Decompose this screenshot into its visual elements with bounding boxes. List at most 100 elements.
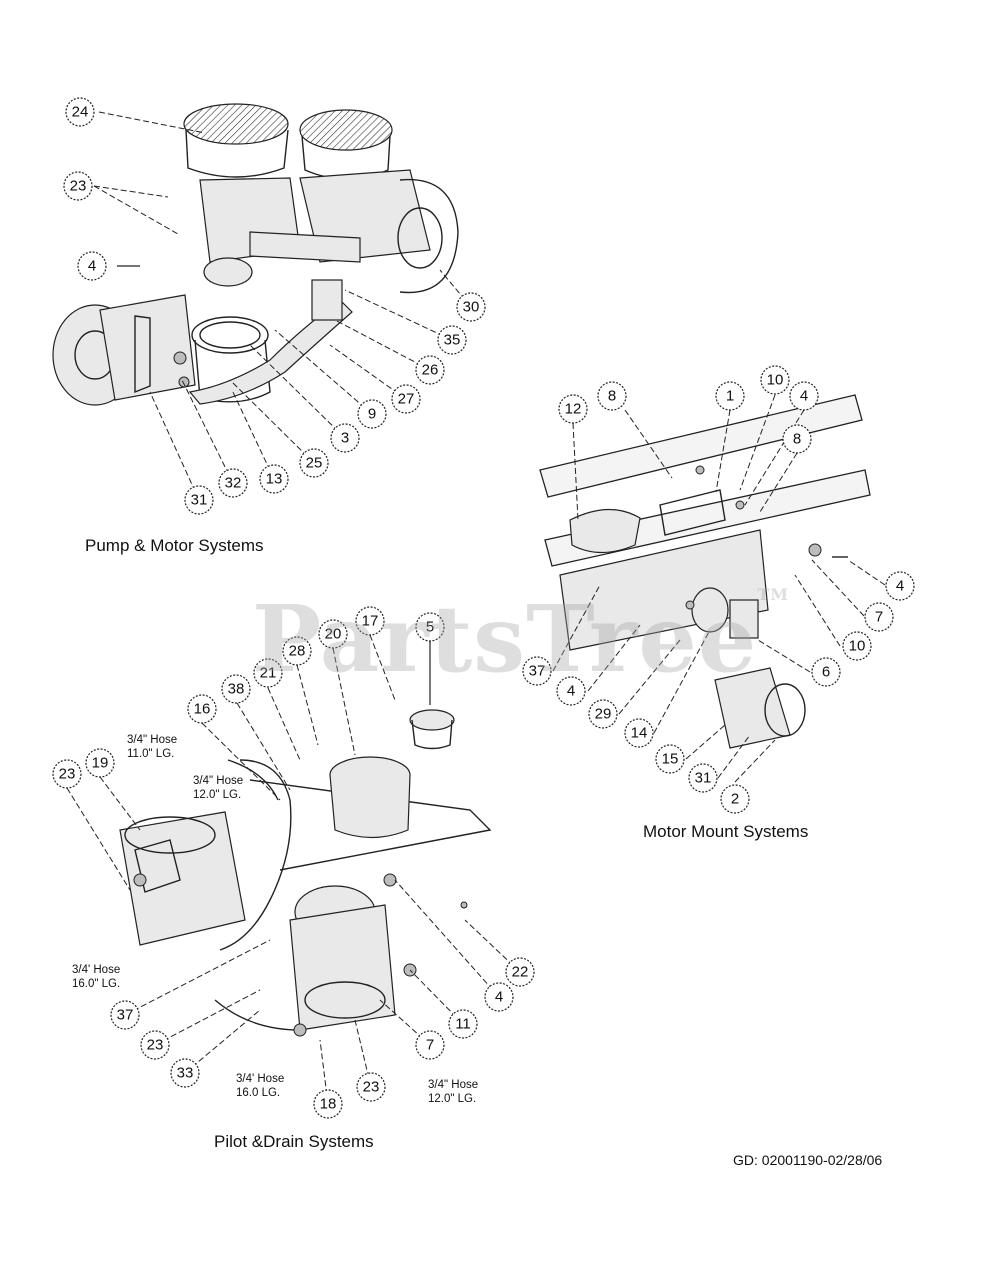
svg-text:17: 17 — [362, 613, 379, 630]
callout-12: 12 — [558, 394, 588, 424]
svg-text:37: 37 — [117, 1007, 134, 1024]
svg-text:26: 26 — [422, 362, 439, 379]
hose-note-length: 11.0" LG. — [127, 748, 175, 760]
callout-33: 33 — [170, 1058, 200, 1088]
callout-3: 3 — [330, 423, 360, 453]
callout-23: 23 — [63, 171, 93, 201]
hose-note-size: 3/4' Hose — [236, 1073, 285, 1085]
pump-motor-assembly-drawing — [52, 103, 459, 406]
hose-note-size: 3/4" Hose — [428, 1079, 479, 1091]
svg-text:7: 7 — [426, 1037, 434, 1054]
svg-text:3: 3 — [341, 430, 349, 447]
callout-25: 25 — [299, 448, 329, 478]
svg-text:32: 32 — [225, 475, 242, 492]
callout-23-b: 23 — [140, 1030, 170, 1060]
callout-37: 37 — [522, 656, 552, 686]
callout-26: 26 — [415, 355, 445, 385]
callout-16: 16 — [187, 694, 217, 724]
hose-note-length: 16.0 LG. — [236, 1087, 281, 1099]
pilot-drain-assembly-drawing — [119, 709, 492, 1037]
svg-text:28: 28 — [289, 643, 306, 660]
callout-6: 6 — [811, 657, 841, 687]
caption-pilot-drain-systems: Pilot &Drain Systems — [214, 1132, 374, 1151]
fill-cap — [409, 709, 455, 731]
svg-text:16: 16 — [194, 701, 211, 718]
svg-text:14: 14 — [631, 725, 648, 742]
svg-text:4: 4 — [567, 683, 575, 700]
callout-5: 5 — [415, 612, 445, 642]
motor-mount-assembly-drawing — [539, 394, 871, 749]
hose-note-length: 12.0" LG. — [193, 789, 242, 801]
callout-31: 31 — [184, 485, 214, 515]
hose-note-length: 12.0" LG. — [428, 1093, 477, 1105]
callout-4-b: 4 — [885, 571, 915, 601]
callout-10: 10 — [760, 365, 790, 395]
callout-8: 8 — [597, 381, 627, 411]
callout-19: 19 — [85, 748, 115, 778]
svg-text:18: 18 — [320, 1096, 337, 1113]
callout-20: 20 — [318, 619, 348, 649]
svg-text:4: 4 — [88, 258, 96, 275]
callout-14: 14 — [624, 718, 654, 748]
svg-text:1: 1 — [726, 388, 734, 405]
svg-text:25: 25 — [306, 455, 323, 472]
caption-pump-motor-systems: Pump & Motor Systems — [85, 536, 264, 555]
svg-text:30: 30 — [463, 299, 480, 316]
callout-31: 31 — [688, 763, 718, 793]
svg-text:10: 10 — [767, 372, 784, 389]
svg-text:38: 38 — [228, 681, 245, 698]
pump-motor-leaders — [93, 111, 472, 501]
pump-motor-callouts: 24 23 4 30 35 26 27 9 3 25 13 32 31 — [63, 97, 486, 515]
svg-text:23: 23 — [59, 766, 76, 783]
hose-note-size: 3/4' Hose — [72, 964, 121, 976]
callout-17: 17 — [355, 606, 385, 636]
callout-4: 4 — [77, 251, 107, 281]
callout-7: 7 — [415, 1030, 445, 1060]
callout-24: 24 — [65, 97, 95, 127]
svg-text:29: 29 — [595, 706, 612, 723]
callout-22: 22 — [505, 957, 535, 987]
svg-text:2: 2 — [731, 791, 739, 808]
svg-text:10: 10 — [849, 638, 866, 655]
callout-4: 4 — [484, 982, 514, 1012]
svg-text:8: 8 — [608, 388, 616, 405]
svg-text:4: 4 — [800, 388, 808, 405]
svg-text:15: 15 — [662, 751, 679, 768]
svg-text:12: 12 — [565, 401, 582, 418]
svg-text:37: 37 — [529, 663, 546, 680]
callout-28: 28 — [282, 636, 312, 666]
pilot-drain-callouts: 20 17 5 28 21 38 16 19 23 22 4 11 7 37 2… — [52, 606, 535, 1119]
svg-text:31: 31 — [695, 770, 712, 787]
hose-note-length: 16.0" LG. — [72, 978, 121, 990]
callout-4-c: 4 — [556, 676, 586, 706]
callout-27: 27 — [391, 384, 421, 414]
callout-7: 7 — [864, 602, 894, 632]
motor-mount-callouts: 12 8 1 10 4 8 4 7 10 6 37 4 29 14 15 31 … — [522, 365, 915, 814]
callout-37: 37 — [110, 1000, 140, 1030]
svg-text:21: 21 — [260, 665, 277, 682]
svg-text:20: 20 — [325, 626, 342, 643]
svg-text:11: 11 — [455, 1016, 471, 1033]
svg-text:23: 23 — [363, 1079, 380, 1096]
callout-21: 21 — [253, 658, 283, 688]
document-id: GD: 02001190-02/28/06 — [733, 1152, 883, 1168]
callout-29: 29 — [588, 699, 618, 729]
svg-text:7: 7 — [875, 609, 883, 626]
hose-note-11in: 3/4" Hose 11.0" LG. — [127, 733, 177, 761]
hose-note-16in-b: 3/4' Hose 16.0 LG. — [236, 1072, 284, 1100]
hose-note-16in-a: 3/4' Hose 16.0" LG. — [72, 963, 120, 991]
svg-text:4: 4 — [495, 989, 503, 1006]
svg-text:24: 24 — [72, 104, 89, 121]
callout-4: 4 — [789, 381, 819, 411]
callout-13: 13 — [259, 464, 289, 494]
pilot-drain-leaders — [66, 634, 521, 1105]
hose-note-12in-a: 3/4" Hose 12.0" LG. — [193, 774, 243, 802]
hose-note-size: 3/4" Hose — [193, 775, 244, 787]
svg-text:4: 4 — [896, 578, 904, 595]
callout-9: 9 — [357, 399, 387, 429]
svg-text:23: 23 — [70, 178, 87, 195]
hose-note-size: 3/4" Hose — [127, 734, 178, 746]
callout-10-b: 10 — [842, 631, 872, 661]
svg-text:23: 23 — [147, 1037, 164, 1054]
